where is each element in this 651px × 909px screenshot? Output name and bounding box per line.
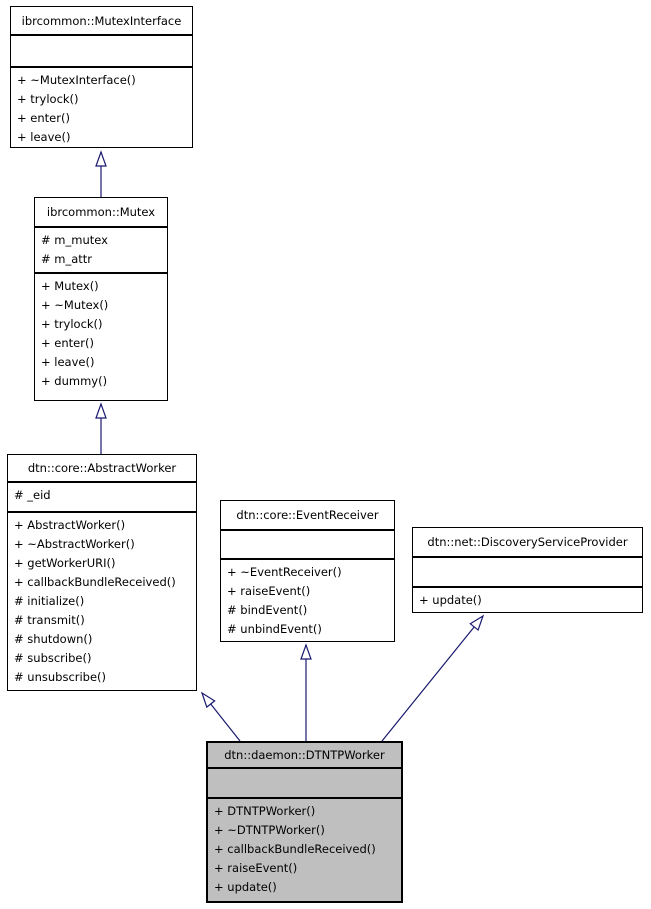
method-label: + callbackBundleReceived() bbox=[14, 575, 176, 589]
method-label: + leave() bbox=[41, 355, 95, 369]
method-label: + ~EventReceiver() bbox=[227, 565, 342, 579]
method-label: # transmit() bbox=[14, 613, 85, 627]
method-label: + update() bbox=[214, 880, 277, 894]
method-label: + DTNTPWorker() bbox=[214, 804, 316, 818]
method-label: # subscribe() bbox=[14, 651, 92, 665]
method-label: + enter() bbox=[41, 336, 94, 350]
class-node-dtntpworker[interactable]: dtn::daemon::DTNTPWorker + DTNTPWorker()… bbox=[206, 741, 403, 903]
class-node-mutexinterface[interactable]: ibrcommon::MutexInterface + ~MutexInterf… bbox=[10, 6, 193, 148]
class-title: dtn::daemon::DTNTPWorker bbox=[224, 748, 385, 762]
class-title: ibrcommon::Mutex bbox=[46, 205, 156, 219]
method-label: + leave() bbox=[17, 130, 71, 144]
methods-section: + AbstractWorker() + ~AbstractWorker() +… bbox=[8, 511, 196, 690]
class-node-mutex[interactable]: ibrcommon::Mutex # m_mutex # m_attr + Mu… bbox=[34, 197, 168, 401]
methods-section: + Mutex() + ~Mutex() + trylock() + enter… bbox=[35, 272, 167, 400]
methods-section: + ~EventReceiver() + raiseEvent() # bind… bbox=[221, 558, 394, 641]
method-label: + callbackBundleReceived() bbox=[214, 842, 376, 856]
inheritance-arrow-dtntpworker-to-abstractworker bbox=[200, 691, 241, 742]
class-title: dtn::core::AbstractWorker bbox=[27, 461, 177, 475]
class-node-discoveryserviceprovider[interactable]: dtn::net::DiscoveryServiceProvider + upd… bbox=[412, 527, 643, 613]
method-label: + raiseEvent() bbox=[214, 861, 298, 875]
attributes-section bbox=[413, 556, 642, 586]
method-label: # shutdown() bbox=[14, 632, 93, 646]
method-label: + trylock() bbox=[17, 92, 79, 106]
method-label: + update() bbox=[419, 593, 482, 607]
attribute-label: # m_mutex bbox=[41, 233, 108, 247]
class-title: dtn::core::EventReceiver bbox=[236, 508, 379, 522]
methods-section: + ~MutexInterface() + trylock() + enter(… bbox=[11, 66, 192, 147]
method-label: + trylock() bbox=[41, 317, 103, 331]
method-label: + raiseEvent() bbox=[227, 584, 311, 598]
method-label: + ~Mutex() bbox=[41, 298, 109, 312]
attributes-section bbox=[221, 529, 394, 558]
method-label: + Mutex() bbox=[41, 279, 99, 293]
method-label: + dummy() bbox=[41, 374, 108, 388]
method-label: + getWorkerURI() bbox=[14, 556, 116, 570]
attributes-section: # _eid bbox=[8, 481, 196, 511]
method-label: + AbstractWorker() bbox=[14, 518, 126, 532]
class-title: dtn::net::DiscoveryServiceProvider bbox=[427, 535, 628, 549]
method-label: # initialize() bbox=[14, 594, 85, 608]
attributes-section: # m_mutex # m_attr bbox=[35, 226, 167, 272]
class-node-eventreceiver[interactable]: dtn::core::EventReceiver + ~EventReceive… bbox=[220, 500, 395, 642]
class-node-abstractworker[interactable]: dtn::core::AbstractWorker # _eid + Abstr… bbox=[7, 454, 197, 691]
method-label: + ~DTNTPWorker() bbox=[214, 823, 325, 837]
method-label: # unbindEvent() bbox=[227, 622, 322, 636]
class-title: ibrcommon::MutexInterface bbox=[21, 13, 182, 28]
attribute-label: # m_attr bbox=[41, 252, 93, 266]
methods-section: + update() bbox=[413, 586, 642, 612]
attribute-label: # _eid bbox=[14, 488, 51, 502]
attributes-section bbox=[208, 767, 401, 797]
method-label: + enter() bbox=[17, 111, 70, 125]
method-label: + ~AbstractWorker() bbox=[14, 537, 135, 551]
attributes-section bbox=[11, 34, 192, 66]
method-label: # bindEvent() bbox=[227, 603, 308, 617]
method-label: + ~MutexInterface() bbox=[17, 73, 136, 87]
method-label: # unsubscribe() bbox=[14, 670, 107, 684]
methods-section: + DTNTPWorker() + ~DTNTPWorker() + callb… bbox=[208, 797, 401, 901]
inheritance-arrow-dtntpworker-to-discoveryserviceprovider bbox=[381, 614, 485, 742]
